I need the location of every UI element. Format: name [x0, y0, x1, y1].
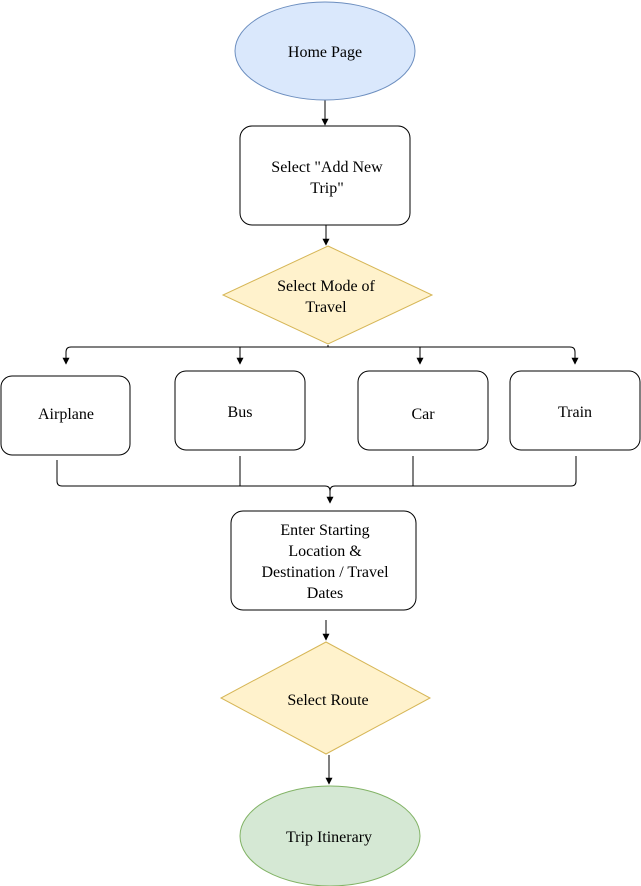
edge-train-to-merge [329, 456, 577, 492]
node-select-route: Select Route [219, 641, 432, 755]
home-page-ellipse [234, 1, 416, 101]
car-label: Car [411, 406, 435, 423]
enter-locations-label-line-3: Destination / Travel [261, 564, 389, 581]
node-mode-of-travel: Select Mode of Travel [221, 245, 434, 345]
mode-of-travel-label-line-1: Select Mode of [277, 278, 375, 295]
enter-locations-box [230, 510, 417, 611]
add-new-trip-box [239, 125, 411, 226]
trip-itinerary-ellipse [239, 785, 421, 886]
trip-itinerary-label: Trip Itinerary [286, 829, 372, 846]
enter-locations-label-line-2: Location & [288, 543, 362, 560]
airplane-label: Airplane [38, 406, 94, 423]
train-box [509, 370, 641, 451]
enter-locations-label-line-1: Enter Starting [280, 522, 369, 539]
node-trip-itinerary: Trip Itinerary [239, 785, 421, 886]
train-label: Train [558, 404, 592, 421]
node-airplane: Airplane [0, 375, 131, 456]
edge-airplane-to-merge [56, 460, 334, 504]
edge-mode-to-train [328, 346, 579, 365]
edge-mode-to-airplane [62, 346, 328, 365]
add-new-trip-label-line-2: Trip" [310, 180, 344, 197]
mode-of-travel-label-line-2: Travel [305, 299, 347, 316]
bus-label: Bus [228, 404, 253, 421]
node-enter-locations: Enter Starting Location & Destination / … [230, 510, 417, 611]
node-add-new-trip: Select "Add New Trip" [239, 125, 411, 226]
node-home-page: Home Page [234, 1, 416, 101]
add-new-trip-label-line-1: Select "Add New [271, 159, 383, 176]
car-box [357, 370, 489, 451]
airplane-box [0, 375, 131, 456]
node-bus: Bus [174, 370, 306, 451]
enter-locations-label-line-4: Dates [307, 585, 343, 602]
select-route-label: Select Route [287, 692, 368, 709]
select-route-diamond [219, 641, 432, 755]
node-train: Train [509, 370, 641, 451]
bus-box [174, 370, 306, 451]
edges [56, 100, 579, 785]
home-page-label: Home Page [288, 44, 362, 61]
mode-of-travel-diamond [221, 245, 434, 345]
node-car: Car [357, 370, 489, 451]
